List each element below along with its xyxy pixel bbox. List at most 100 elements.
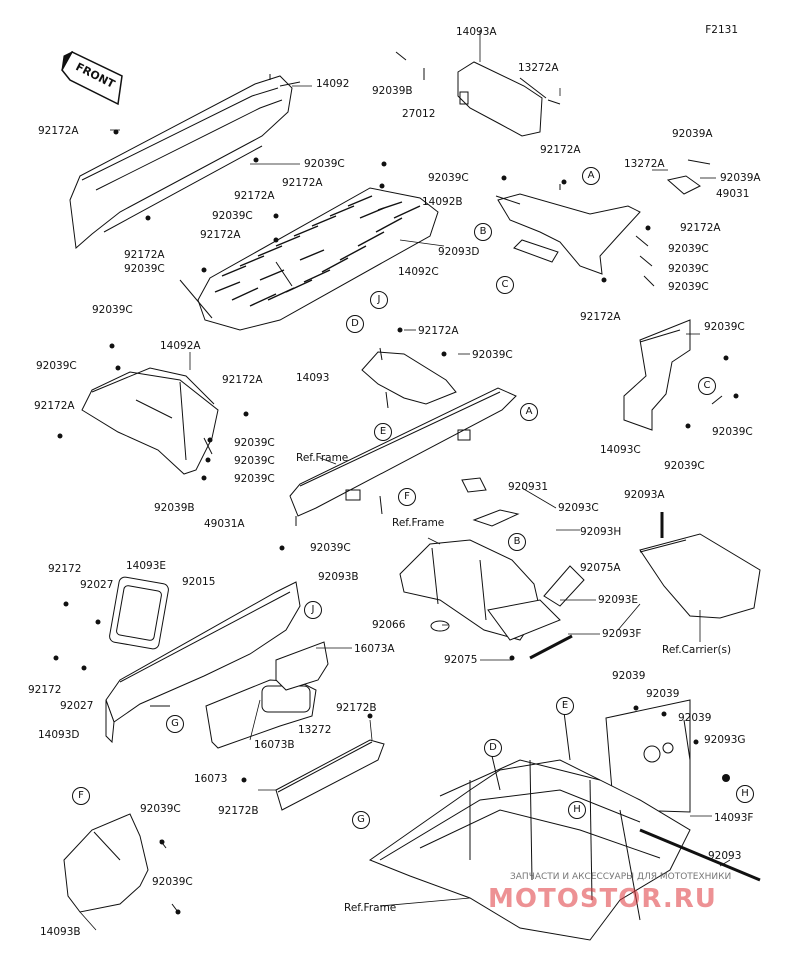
part-label: 92172A: [680, 222, 721, 234]
part-label: 92093H: [580, 526, 622, 538]
part-14093A: [395, 51, 561, 137]
part-label: 92172A: [38, 125, 79, 137]
part-label: 92039C: [234, 473, 275, 485]
part-label: 92039A: [672, 128, 713, 140]
part-label: 92039C: [92, 304, 133, 316]
part-label: 92172A: [418, 325, 459, 337]
part-label: 92039: [612, 670, 646, 682]
part-label: 14093C: [600, 444, 641, 456]
part-label: 92172A: [34, 400, 75, 412]
callout-c: C: [698, 377, 716, 395]
part-label: 92172A: [222, 374, 263, 386]
part-label: 92039C: [668, 281, 709, 293]
part-label: 92093B: [318, 571, 359, 583]
part-label: 14093: [296, 372, 330, 384]
callout-b: B: [508, 533, 526, 551]
part-label: 92093A: [624, 489, 665, 501]
part-label: 92039C: [428, 172, 469, 184]
part-14093F: [605, 699, 691, 813]
callout-g: G: [166, 715, 184, 733]
part-label: 92039C: [152, 876, 193, 888]
part-label: 16073: [194, 773, 228, 785]
part-label: 92172B: [336, 702, 377, 714]
part-label: 49031A: [204, 518, 245, 530]
part-label: 92093G: [704, 734, 746, 746]
callout-g: G: [352, 811, 370, 829]
part-label: 92039C: [234, 455, 275, 467]
callout-e: E: [374, 423, 392, 441]
part-label: 92039C: [668, 263, 709, 275]
part-label: 92039C: [668, 243, 709, 255]
part-label: 27012: [402, 108, 436, 120]
part-label: 13272A: [624, 158, 665, 170]
part-label: 92075A: [580, 562, 621, 574]
part-label: 920931: [508, 481, 549, 493]
part-label: 92172: [28, 684, 62, 696]
part-label: 14092B: [422, 196, 463, 208]
part-label: 92027: [60, 700, 94, 712]
callout-f: F: [72, 787, 90, 805]
part-label: Ref.Frame: [344, 902, 397, 914]
part-label: 14092A: [160, 340, 201, 352]
part-label: 92039: [646, 688, 680, 700]
part-label: Ref.Carrier(s): [662, 644, 732, 656]
part-label: Ref.Frame: [392, 517, 445, 529]
part-label: 92039C: [664, 460, 705, 472]
front-arrow-icon: [61, 50, 123, 106]
part-label: 14092: [316, 78, 350, 90]
part-label: 13272A: [518, 62, 559, 74]
callout-a: A: [582, 167, 600, 185]
part-label: 92172B: [218, 805, 259, 817]
part-label: 14093D: [38, 729, 80, 741]
part-14093D: [105, 581, 301, 744]
part-label: 92039C: [304, 158, 345, 170]
part-label: 92039: [678, 712, 712, 724]
callout-a: A: [520, 403, 538, 421]
part-label: 92172: [48, 563, 82, 575]
part-14093E: [109, 576, 169, 650]
part-label: 92172A: [282, 177, 323, 189]
part-label: 14092C: [398, 266, 439, 278]
part-label: 92172A: [580, 311, 621, 323]
part-label: 14093B: [40, 926, 81, 938]
callout-j: J: [370, 291, 388, 309]
part-label: 92075: [444, 654, 478, 666]
part-label: Ref.Frame: [296, 452, 349, 464]
part-14093B: [63, 813, 179, 913]
part-label: 92172A: [200, 229, 241, 241]
callout-d: D: [484, 739, 502, 757]
part-92093A: [639, 512, 761, 619]
part-14092C: [179, 187, 439, 331]
watermark-logo: MOTOSTOR.RU: [488, 884, 717, 914]
part-label: 92039A: [720, 172, 761, 184]
part-16073: [205, 641, 329, 749]
part-label: 92093F: [602, 628, 642, 640]
part-label: 92172A: [540, 144, 581, 156]
part-label: 92039C: [36, 360, 77, 372]
callout-d: D: [346, 315, 364, 333]
part-label: 92039B: [372, 85, 413, 97]
callout-h: H: [736, 785, 754, 803]
part-label: 49031: [716, 188, 750, 200]
part-label: 92039C: [212, 210, 253, 222]
part-label: 14093E: [126, 560, 167, 572]
callout-c: C: [496, 276, 514, 294]
part-label: 14093F: [714, 812, 754, 824]
part-label: 92039B: [154, 502, 195, 514]
part-49031: [666, 159, 711, 195]
part-label: 92039C: [704, 321, 745, 333]
part-label: 92039C: [124, 263, 165, 275]
part-label: 92093D: [438, 246, 480, 258]
part-label: 92027: [80, 579, 114, 591]
part-label: 16073A: [354, 643, 395, 655]
part-label: 16073B: [254, 739, 295, 751]
part-label: 92039C: [140, 803, 181, 815]
part-label: 13272: [298, 724, 332, 736]
part-label: 92093: [708, 850, 742, 862]
callout-f: F: [398, 488, 416, 506]
callout-e: E: [556, 697, 574, 715]
part-label: 92015: [182, 576, 216, 588]
part-14092B: [495, 184, 655, 287]
center-lower-assembly: [399, 477, 585, 660]
